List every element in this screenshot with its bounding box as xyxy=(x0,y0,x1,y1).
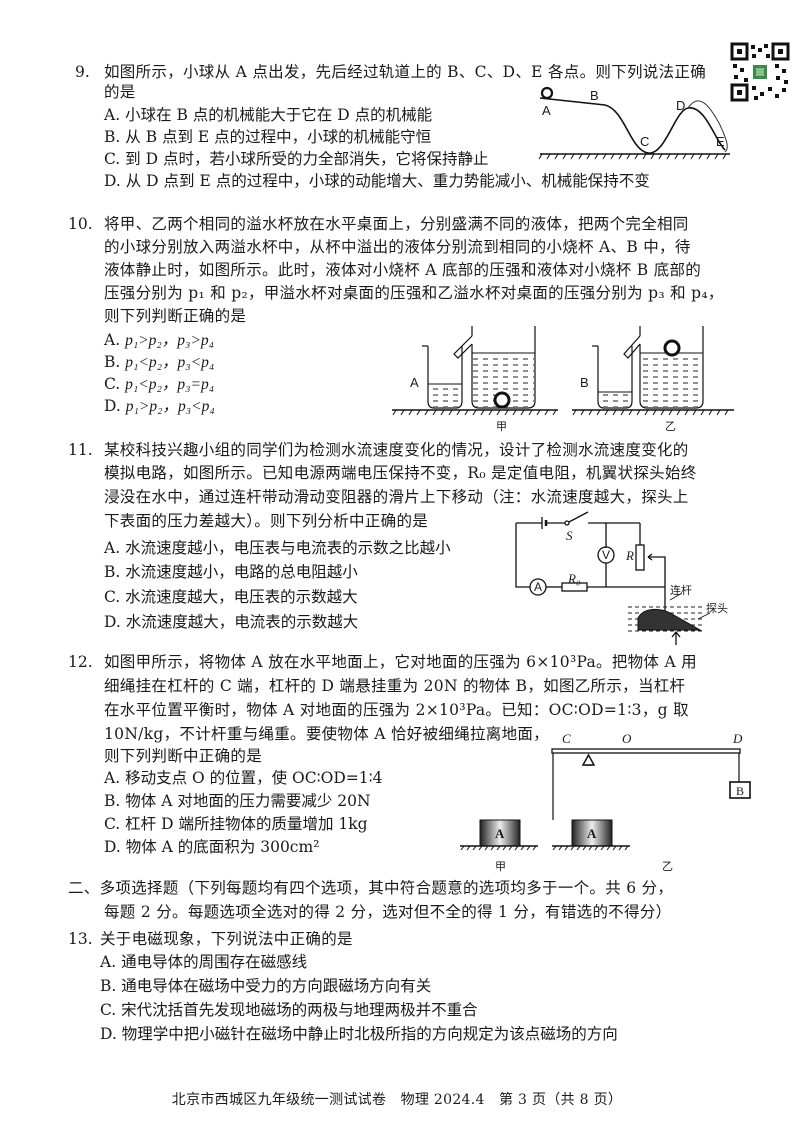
q12-label-block-a-jia: A xyxy=(495,826,505,841)
q9-option-c[interactable]: C. 到 D 点时，若小球所受的力全部消失，它将保持静止 xyxy=(104,150,489,168)
q12-label-block-b: B xyxy=(736,784,745,798)
q11-number: 11. xyxy=(68,441,93,459)
q9-option-d[interactable]: D. 从 D 点到 E 点的过程中，小球的动能增大、重力势能减小、机械能保持不变 xyxy=(104,172,650,190)
q9-number: 9. xyxy=(75,63,90,81)
q12-label-yi: 乙 xyxy=(662,860,673,873)
q11-stem-line1: 某校科技兴趣小组的同学们为检测水流速度变化的情况，设计了检测水流速度变化的 xyxy=(104,441,689,459)
q10-overflow-cups-figure xyxy=(392,326,734,416)
q12-label-c: C xyxy=(562,731,571,746)
q11-stem-line3: 浸没在水中，通过连杆带动滑动变阻器的滑片上下移动（注：水流速度越大，探头上 xyxy=(104,488,689,506)
q11-label-probe: 探头 xyxy=(706,602,728,615)
q12-stem-line4: 10N/kg，不计杆重与绳重。要使物体 A 恰好被细绳拉离地面， xyxy=(104,725,549,743)
q12-stem-line1: 如图甲所示，将物体 A 放在水平地面上，它对地面的压强为 6×10³Pa。把物体… xyxy=(104,653,697,671)
q12-stem-line2: 细绳挂在杠杆的 C 端，杠杆的 D 端悬挂重为 20N 的物体 B，如图乙所示，… xyxy=(104,677,686,695)
q12-label-d: D xyxy=(733,731,743,746)
q10-stem-line2: 的小球分别放入两溢水杯中，从杯中溢出的液体分别流到相同的小烧杯 A、B 中，待 xyxy=(104,238,691,256)
q13-option-c[interactable]: C. 宋代沈括首先发现地磁场的两极与地理两极并不重合 xyxy=(100,1001,478,1019)
q13-number: 13. xyxy=(68,930,93,948)
q9-label-c: C xyxy=(640,134,650,149)
q10-label-jia: 甲 xyxy=(496,420,507,433)
q9-option-b[interactable]: B. 从 B 点到 E 点的过程中，小球的机械能守恒 xyxy=(104,128,432,146)
q11-label-switch: S xyxy=(566,528,573,543)
q11-stem-line4: 下表面的压力差越大）。则下列分析中正确的是 xyxy=(104,512,429,530)
section2-heading: 二、多项选择题（下列每题均有四个选项，其中符合题意的选项均多于一个。共 6 分， xyxy=(68,879,674,897)
q10-label-beaker-a: A xyxy=(410,375,419,390)
qr-code xyxy=(730,42,790,102)
q9-stem: 如图所示，小球从 A 点出发，先后经过轨道上的 B、C、D、E 各点。则下列说法… xyxy=(104,63,706,81)
q10-option-d[interactable]: D. p₁>p₂，p₃<p₄ xyxy=(104,397,215,415)
q11-option-a[interactable]: A. 水流速度越小，电压表与电流表的示数之比越小 xyxy=(104,539,451,557)
q12-label-block-a-yi: A xyxy=(587,826,597,841)
q12-label-o: O xyxy=(622,731,632,746)
q13-stem: 关于电磁现象，下列说法中正确的是 xyxy=(100,930,353,948)
q10-label-yi: 乙 xyxy=(665,420,676,433)
q11-label-r0: R₀ xyxy=(568,571,581,586)
q11-option-c[interactable]: C. 水流速度越大，电压表的示数越大 xyxy=(104,588,358,606)
q11-label-ammeter: A xyxy=(534,580,543,594)
q11-option-d[interactable]: D. 水流速度越大，电流表的示数越大 xyxy=(104,613,359,631)
q11-label-rod: 连杆 xyxy=(670,584,692,597)
q11-label-voltmeter: V xyxy=(602,548,611,562)
q11-label-rheostat: R xyxy=(626,548,634,563)
q12-stem-line5: 则下列判断中正确的是 xyxy=(104,747,263,765)
q12-option-d[interactable]: D. 物体 A 的底面积为 300cm² xyxy=(104,838,320,856)
q12-stem-line3: 在水平位置平衡时，物体 A 对地面的压强为 2×10³Pa。已知：OC∶OD=1… xyxy=(104,701,689,719)
q12-number: 12. xyxy=(68,653,93,671)
q10-stem-line5: 则下列判断正确的是 xyxy=(104,307,247,325)
q11-circuit-figure xyxy=(515,511,711,645)
q9-option-a[interactable]: A. 小球在 B 点的机械能大于它在 D 点的机械能 xyxy=(104,106,433,124)
q10-stem-line1: 将甲、乙两个相同的溢水杯放在水平桌面上，分别盛满不同的液体，把两个完全相同 xyxy=(104,215,689,233)
q9-label-d: D xyxy=(676,98,686,113)
q10-option-c[interactable]: C. p₁<p₂，p₃=p₄ xyxy=(104,375,215,393)
q13-option-b[interactable]: B. 通电导体在磁场中受力的方向跟磁场方向有关 xyxy=(100,977,432,995)
q13-option-d[interactable]: D. 物理学中把小磁针在磁场中静止时北极所指的方向规定为该点磁场的方向 xyxy=(100,1025,618,1043)
q11-stem-line2: 模拟电路，如图所示。已知电源两端电压保持不变，R₀ 是定值电阻，机翼状探头始终 xyxy=(104,464,697,482)
q12-label-jia: 甲 xyxy=(495,860,506,873)
q9-label-a: A xyxy=(542,103,551,118)
q13-option-a[interactable]: A. 通电导体的周围存在磁感线 xyxy=(100,953,308,971)
q12-option-c[interactable]: C. 杠杆 D 端所挂物体的质量增加 1kg xyxy=(104,815,368,833)
q12-option-a[interactable]: A. 移动支点 O 的位置，使 OC∶OD=1∶4 xyxy=(104,769,383,787)
q9-stem-cont: 的是 xyxy=(104,83,136,101)
q10-stem-line4: 压强分别为 p₁ 和 p₂，甲溢水杯对桌面的压强和乙溢水杯对桌面的压强分别为 p… xyxy=(104,284,724,302)
q12-lever-figure xyxy=(460,748,751,851)
q10-option-a[interactable]: A. p₁>p₂，p₃>p₄ xyxy=(104,331,215,349)
q10-number: 10. xyxy=(68,215,93,233)
q10-option-b[interactable]: B. p₁<p₂，p₃<p₄ xyxy=(104,353,215,371)
section2-heading-cont: 每题 2 分。每题选项全选对的得 2 分，选对但不全的得 1 分，有错选的不得分… xyxy=(104,903,672,921)
q11-option-b[interactable]: B. 水流速度越小，电路的总电阻越小 xyxy=(104,563,358,581)
q10-label-beaker-b: B xyxy=(580,375,589,390)
q9-track-figure xyxy=(538,86,730,160)
q12-option-b[interactable]: B. 物体 A 对地面的压力需要减少 20N xyxy=(104,792,371,810)
q10-stem-line3: 液体静止时，如图所示。此时，液体对小烧杯 A 底部的压强和液体对小烧杯 B 底部… xyxy=(104,261,702,279)
page-footer: 北京市西城区九年级统一测试试卷 物理 2024.4 第 3 页（共 8 页） xyxy=(171,1092,623,1108)
q9-label-e: E xyxy=(716,134,725,149)
q9-label-b: B xyxy=(590,88,599,103)
